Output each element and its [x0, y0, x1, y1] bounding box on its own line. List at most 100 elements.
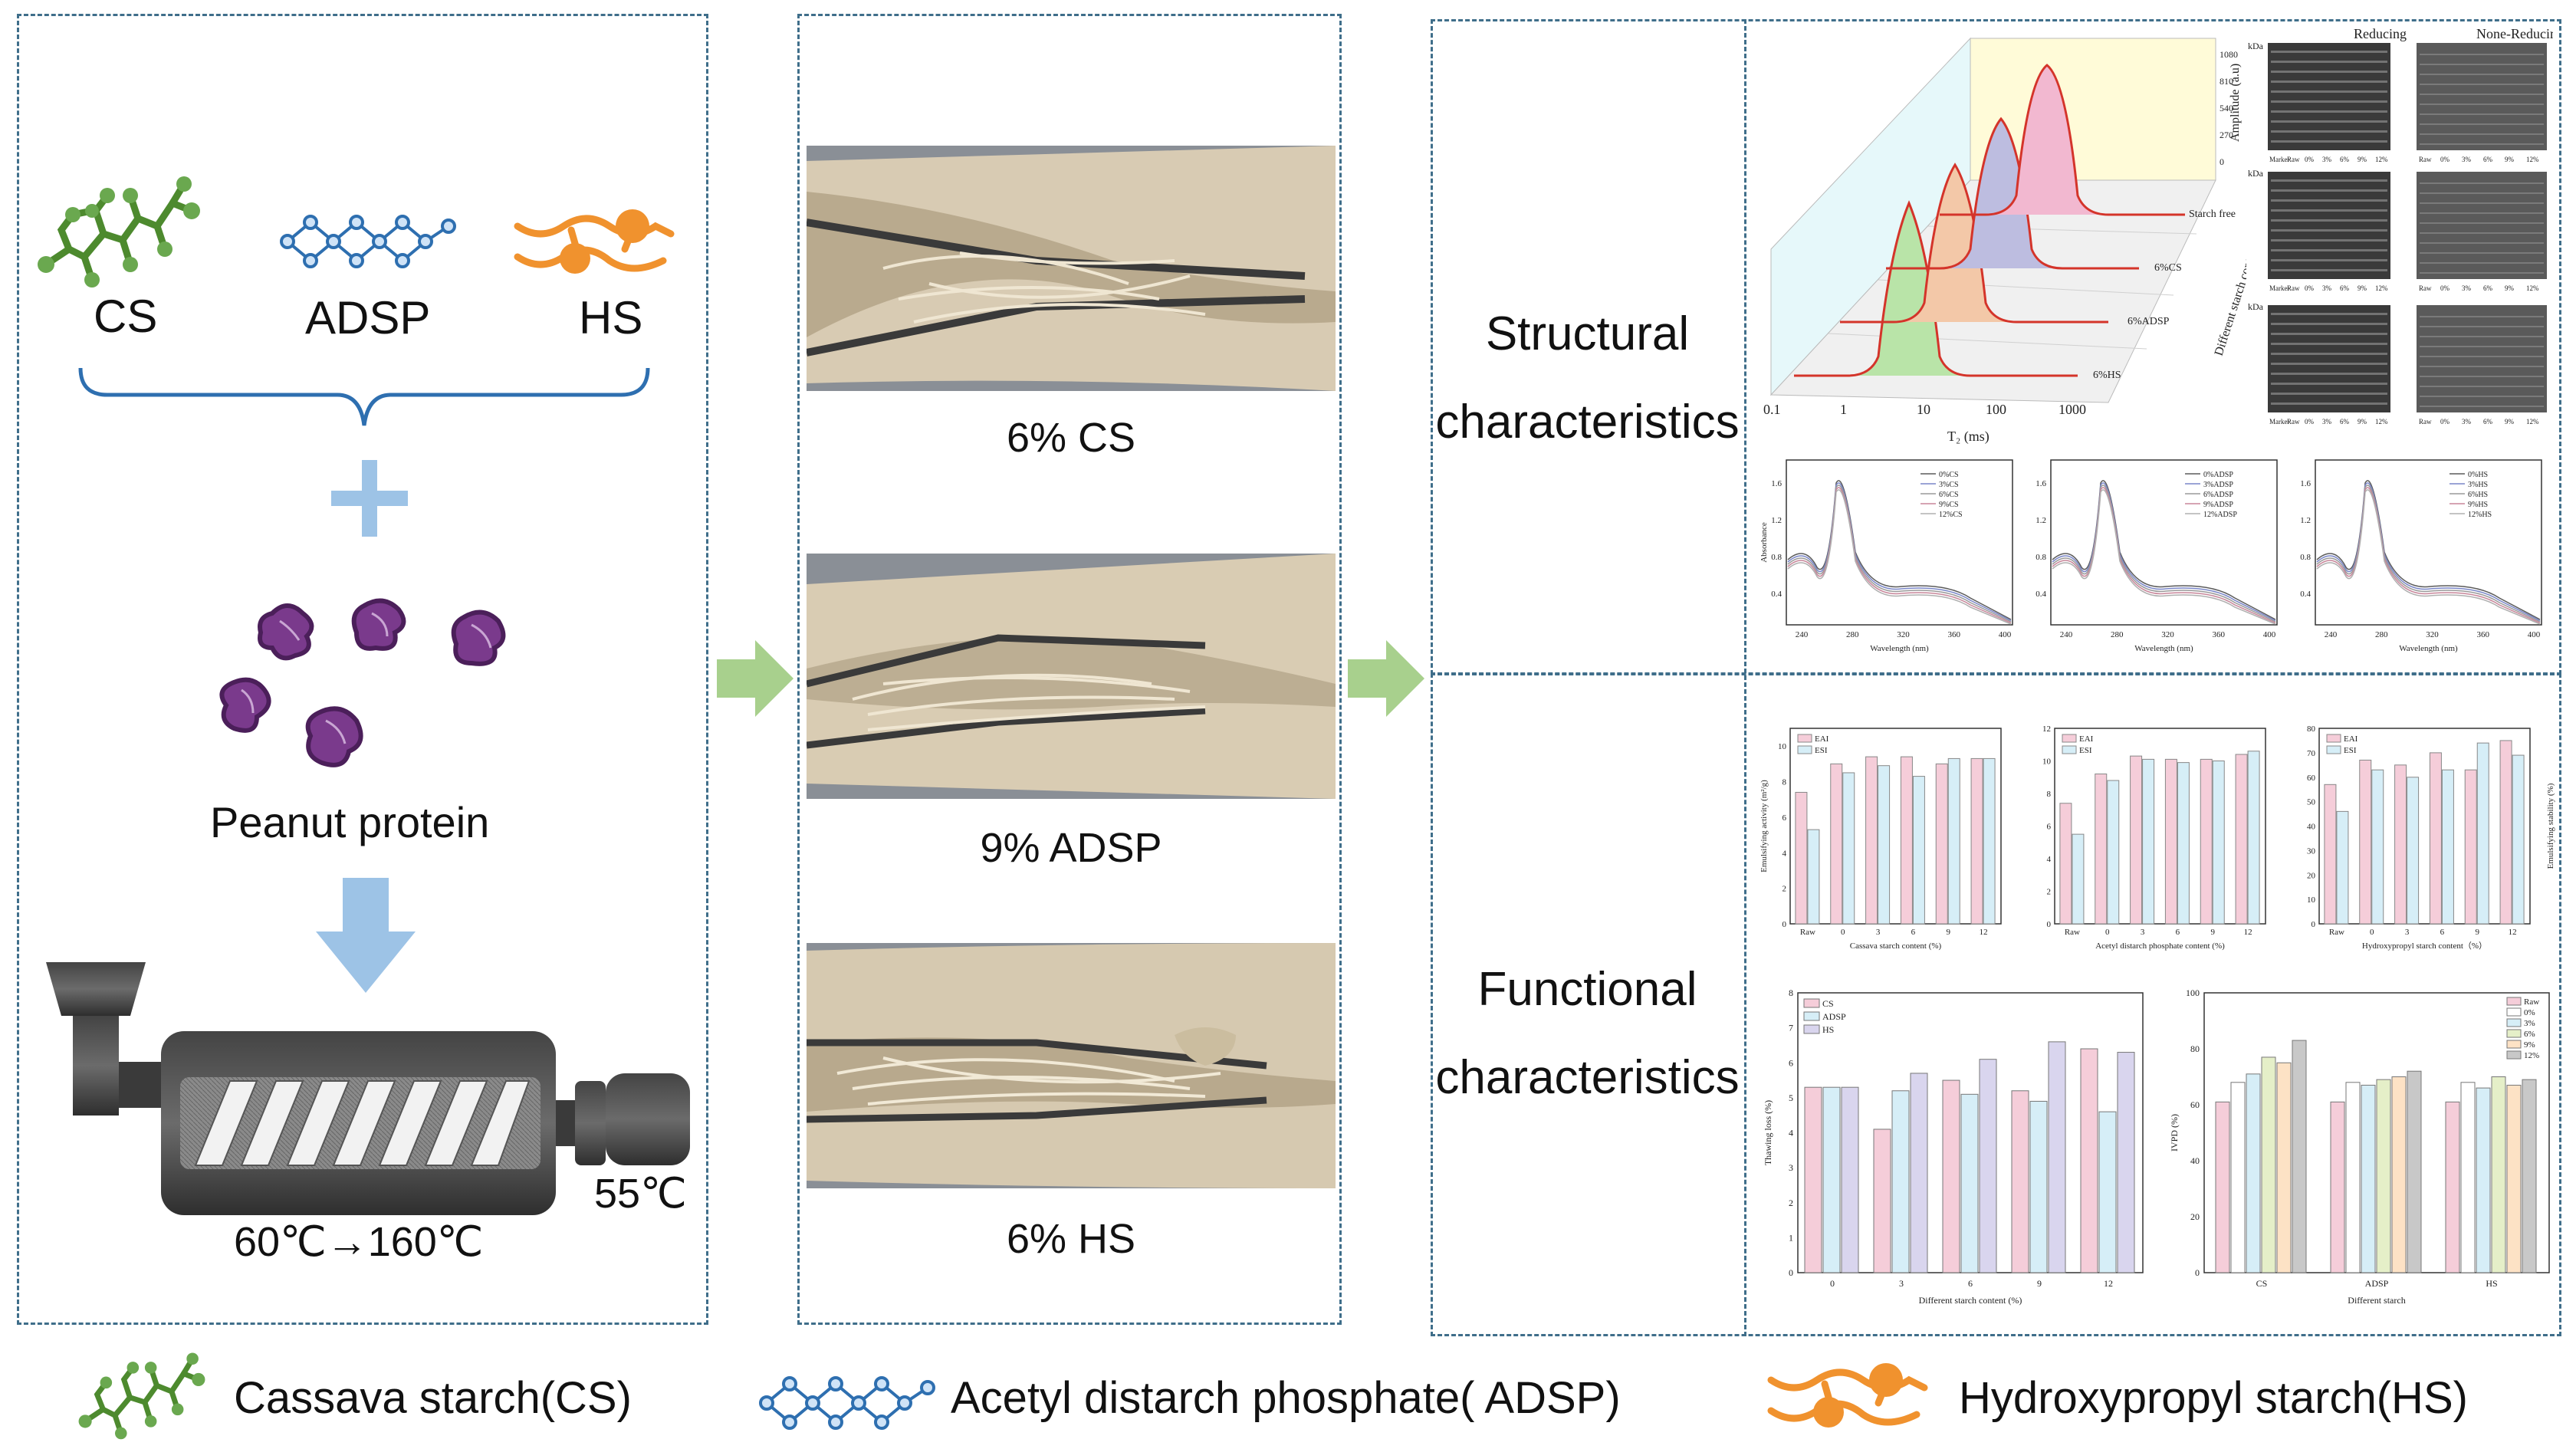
nmr-curve-starch-free	[1940, 64, 2185, 216]
iv-legend-swatch	[2506, 1007, 2522, 1017]
gel-band	[2420, 133, 2544, 135]
iv-bar	[2460, 1082, 2476, 1273]
uv-legend-item: 12%ADSP	[2203, 511, 2237, 519]
iv-legend-item: 0%	[2524, 1008, 2535, 1017]
em-ylabel-right: Emulsifying stability (%)	[2546, 783, 2555, 869]
nmr-series-1: 6%CS	[2154, 262, 2182, 274]
gel-band	[2420, 242, 2544, 244]
em-bar	[2200, 758, 2213, 925]
th-bar	[1910, 1073, 1928, 1273]
uv-frame	[2050, 459, 2278, 626]
em-xtick: 12	[2244, 928, 2252, 937]
iv-legend-swatch	[2506, 1018, 2522, 1027]
cs-label: CS	[94, 291, 158, 342]
em-ytick: 50	[2307, 798, 2316, 807]
iv-bar	[2361, 1084, 2376, 1273]
em-xtick: 0	[2105, 928, 2110, 937]
uv-frame	[2315, 459, 2542, 626]
gel-band	[2271, 353, 2387, 355]
gel-nonreducing	[2417, 172, 2547, 279]
th-ytick: 6	[1789, 1057, 1793, 1068]
iv-legend-item: 9%	[2524, 1040, 2535, 1050]
gel-band	[2420, 143, 2544, 145]
em-ytick: 10	[1778, 742, 1787, 751]
uv-xtick: 320	[1897, 630, 1910, 639]
uv-xtick: 280	[2375, 630, 2388, 639]
iv-bar	[2391, 1076, 2407, 1273]
gel-lane-label: Raw	[2419, 418, 2432, 426]
gel-band	[2420, 336, 2544, 337]
th-ytick: 0	[1789, 1267, 1793, 1278]
nmr-ztick: 270	[2220, 130, 2233, 140]
adsp-label: ADSP	[305, 292, 431, 343]
gel-band	[2420, 104, 2544, 105]
em-ytick: 8	[2047, 790, 2052, 799]
em-bar	[1947, 757, 1960, 925]
gel-lane-label: 3%	[2322, 156, 2332, 163]
th-legend-swatch	[1803, 998, 1820, 1008]
th-xlabel: Different starch content (%)	[1919, 1295, 2022, 1306]
iv-bar	[2407, 1070, 2422, 1273]
gel-lane-label: Raw	[2419, 284, 2432, 292]
gel-lane-label: 0%	[2440, 284, 2450, 292]
uv-legend-item: 9%HS	[2468, 501, 2488, 509]
iv-bar	[2292, 1040, 2307, 1273]
em-bar	[2441, 769, 2454, 925]
gel-band	[2271, 71, 2387, 73]
em-bar	[2072, 833, 2085, 925]
uv-xlabel: Wavelength (nm)	[1870, 644, 1929, 653]
peanut-protein-label: Peanut protein	[210, 798, 490, 846]
gel-band	[2271, 80, 2387, 83]
gel-band	[2271, 393, 2387, 395]
uv-legend-item: 6%ADSP	[2203, 491, 2233, 499]
gel-band	[2420, 192, 2544, 194]
adsp-icon	[759, 1376, 935, 1430]
gel-band	[2420, 222, 2544, 224]
gel-lane-label: 12%	[2526, 418, 2539, 426]
uv-legend-item: 3%HS	[2468, 481, 2488, 489]
th-xtick: 0	[1830, 1278, 1835, 1289]
gel-band	[2271, 323, 2387, 325]
gel-lane-label: 0%	[2440, 418, 2450, 426]
th-bar	[1960, 1093, 1979, 1273]
em-legend-item: ESI	[2079, 746, 2092, 755]
die-temp-label: 55℃	[594, 1171, 687, 1217]
th-legend-item: HS	[1822, 1024, 1834, 1035]
em-ytick: 40	[2307, 823, 2316, 832]
iv-bar	[2506, 1084, 2522, 1273]
gel-band	[2420, 386, 2544, 387]
iv-bar	[2330, 1101, 2345, 1273]
gel-band	[2420, 366, 2544, 367]
em-bar	[1830, 763, 1843, 925]
em-ytick: 10	[2042, 757, 2052, 767]
uv-xtick: 400	[2528, 630, 2541, 639]
nmr-xtick: 10	[1917, 402, 1930, 417]
th-bar	[2098, 1111, 2117, 1273]
uv-frame	[1786, 459, 2013, 626]
gel-band	[2420, 232, 2544, 234]
uv-ytick: 1.2	[1771, 516, 1782, 525]
uv-ytick: 1.6	[1771, 479, 1782, 488]
gel-band	[2271, 373, 2387, 375]
uv-legend-item: 9%CS	[1939, 501, 1959, 509]
gel-reducing	[2268, 172, 2390, 279]
gel-band	[2420, 252, 2544, 254]
em-legend-item: EAI	[1815, 734, 1829, 744]
em-ytick: 60	[2307, 774, 2316, 783]
lf-nmr-3d-plot: Starch free 6%CS 6%ADSP 6%HS 0.1 1 10 10…	[1763, 37, 2246, 445]
gel-lane-label: 0%	[2305, 284, 2315, 292]
gel-lane-label: Raw	[2287, 418, 2300, 426]
th-bar	[2048, 1041, 2066, 1273]
nmr-ztick: 1080	[2220, 49, 2238, 60]
gel-band	[2271, 343, 2387, 345]
em-bar	[1970, 757, 1983, 925]
em-xtick: Raw	[1800, 928, 1815, 937]
gel-band	[2271, 130, 2387, 133]
uv-series-line	[2052, 480, 2276, 620]
em-xtick: 6	[2440, 928, 2445, 937]
gel-band	[2271, 239, 2387, 242]
gel-band	[2420, 262, 2544, 264]
